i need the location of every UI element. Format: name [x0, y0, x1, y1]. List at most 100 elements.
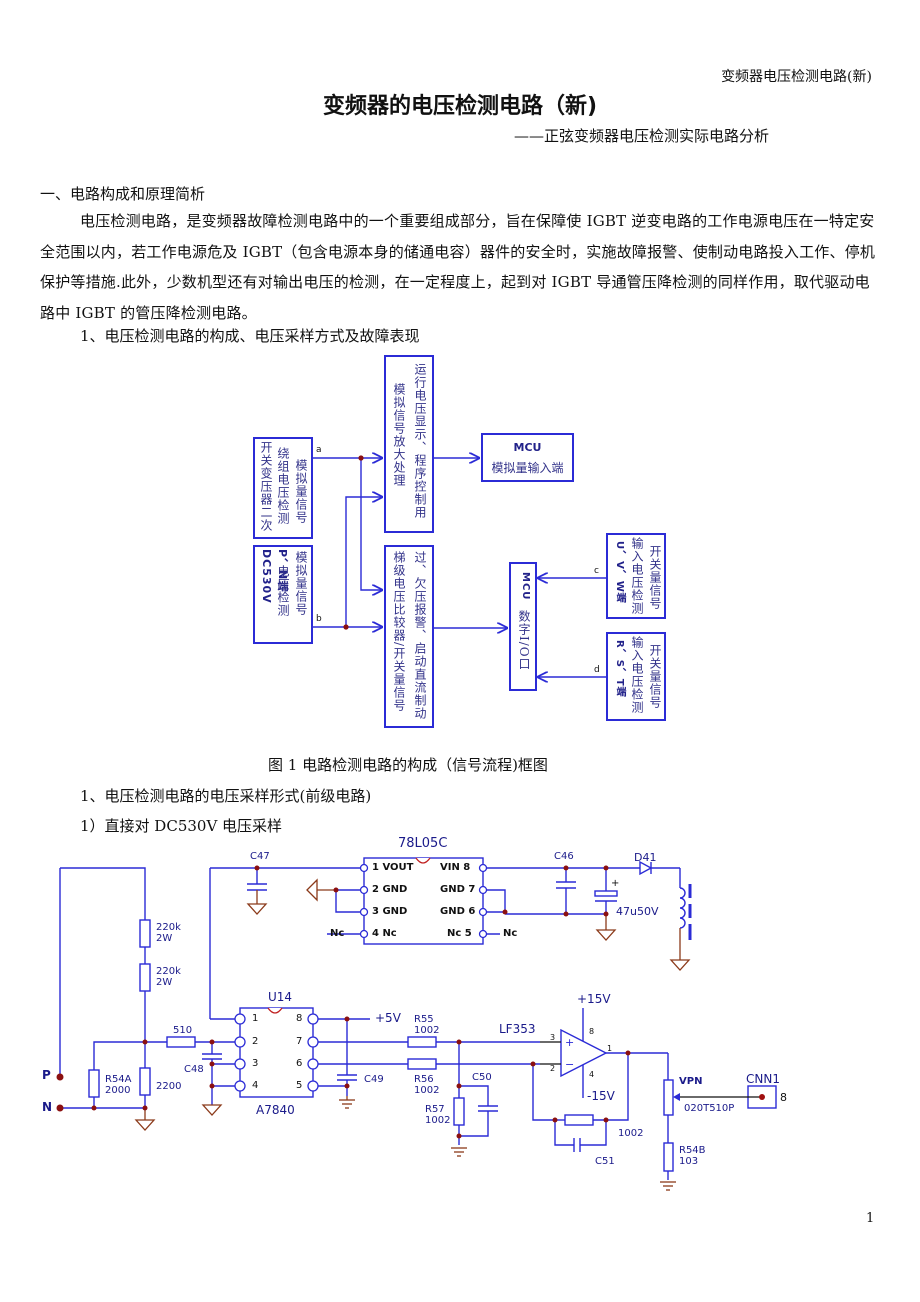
junction-dot	[358, 455, 364, 461]
connector-pin	[759, 1094, 765, 1100]
opamp-name: LF353	[499, 1022, 536, 1036]
subsection-heading: 1、电压检测电路的构成、电压采样方式及故障表现	[80, 327, 420, 345]
resistor-value: 1002	[414, 1025, 440, 1036]
svg-text:−: −	[565, 1058, 574, 1071]
plus-sign: +	[611, 878, 620, 889]
pin-label: VIN 8	[440, 862, 471, 873]
resistor-value: 1002	[425, 1115, 451, 1126]
nc-label: Nc	[503, 928, 518, 939]
block-text: 开关量信号	[648, 545, 662, 610]
pin-label: 3 GND	[372, 906, 408, 917]
c47-label: C47	[250, 851, 270, 862]
vpos-label: +15V	[577, 992, 611, 1006]
opamp-pin: 1	[607, 1044, 613, 1053]
section-heading: 一、电路构成和原理简析	[40, 185, 206, 203]
figure-caption: 图 1 电路检测电路的构成（信号流程)框图	[268, 756, 548, 774]
node-n-label: N	[42, 1100, 53, 1114]
block-rst-input: R、S、T端 输入电压检测 开关量信号	[606, 632, 666, 721]
u14-pin: 1	[252, 1013, 259, 1024]
wire-a-branch	[360, 458, 382, 590]
block-text: 过、欠压报警、启动直流制动	[413, 551, 427, 720]
block-text: 输入电压检测	[630, 537, 644, 615]
resistor-name: R54A	[105, 1074, 132, 1085]
opamp-pin: 3	[550, 1033, 556, 1042]
resistor-value: 220k	[156, 922, 181, 933]
block-text: 绕组电压检测	[276, 447, 290, 525]
block-text: R、S、T端	[614, 640, 625, 698]
u14-pin: 6	[296, 1058, 303, 1069]
running-header: 变频器电压检测电路(新)	[721, 69, 872, 85]
resistor-value: 1002	[414, 1085, 440, 1096]
resistor-name: R55	[414, 1014, 434, 1025]
block-text: P、N端DC530V	[260, 549, 289, 604]
signal-label-b: b	[316, 614, 322, 624]
block-text: 模拟信号放大处理	[392, 383, 406, 487]
electrolytic-label: 47u50V	[616, 905, 659, 918]
opamp-pin: 8	[589, 1027, 595, 1036]
opamp-pin: 4	[589, 1070, 595, 1079]
svg-text:+: +	[565, 1036, 574, 1049]
c51-label: C51	[595, 1156, 615, 1167]
block-text: 开关量信号	[648, 644, 662, 709]
u14-part: A7840	[256, 1103, 295, 1117]
resistor-power: 2W	[156, 933, 173, 944]
signal-label-d: d	[594, 665, 600, 675]
u14-pin: 4	[252, 1080, 259, 1091]
vneg-label: -15V	[587, 1089, 615, 1103]
vpn-label: VPN	[679, 1076, 703, 1087]
block-text: 开关变压器二次	[259, 441, 273, 532]
vpn-part: 020T510P	[684, 1103, 735, 1114]
block-pn-dc530v: P、N端DC530V 电压检测 模拟量信号	[253, 545, 313, 644]
nc-label: Nc	[330, 928, 345, 939]
signal-label-a: a	[316, 445, 322, 455]
resistor-name: R57	[425, 1104, 445, 1115]
page-number: 1	[866, 1211, 875, 1226]
junction-dot	[343, 624, 349, 630]
mcu-subtitle: 模拟量输入端	[491, 461, 564, 475]
wire-b-branch	[345, 497, 382, 627]
plus5v-label: +5V	[375, 1011, 401, 1025]
cnn1-pin: 8	[780, 1091, 787, 1104]
node-p-label: P	[42, 1068, 51, 1082]
block-text: 电压检测	[276, 565, 290, 617]
pin-label: GND 6	[440, 906, 476, 917]
c46-label: C46	[554, 851, 574, 862]
block-text: 模拟量信号	[294, 551, 308, 616]
resistor-name: R56	[414, 1074, 434, 1085]
resistor-value: 103	[679, 1156, 699, 1167]
r510-label: 510	[173, 1025, 193, 1036]
block-analog-processing: 模拟信号放大处理 运行电压显示、程序控制用	[384, 355, 434, 533]
document-subtitle: ——正弦变频器电压检测实际电路分析	[514, 127, 770, 145]
u14-pin: 8	[296, 1013, 303, 1024]
u14-pin: 3	[252, 1058, 259, 1069]
block-text: 输入电压检测	[630, 636, 644, 714]
u14-name: U14	[268, 990, 293, 1004]
r2200-label: 2200	[156, 1081, 182, 1092]
regulator-name: 78L05C	[398, 836, 448, 851]
pin-label: Nc 5	[447, 928, 472, 939]
u14-pin: 7	[296, 1036, 303, 1047]
signal-label-c: c	[594, 566, 599, 576]
resistor-power: 2W	[156, 977, 173, 988]
mcu-title: MCU	[513, 441, 542, 454]
block-text: 梯级电压比较器/开关量信号	[392, 551, 406, 713]
pin-label: 1 VOUT	[372, 862, 414, 873]
block-uvw-input: U、V、W端 输入电压检测 开关量信号	[606, 533, 666, 619]
intro-paragraph: 电压检测电路，是变频器故障检测电路中的一个重要组成部分，旨在保障使 IGBT 逆…	[40, 212, 876, 322]
subsection-heading: 1）直接对 DC530V 电压采样	[80, 817, 283, 835]
pin-label: GND 7	[440, 884, 476, 895]
c48-label: C48	[184, 1064, 204, 1075]
resistor-name: R54B	[679, 1145, 706, 1156]
block-mcu-digital: MCU 数字I/O口	[509, 562, 537, 691]
resistor-value: 2000	[105, 1085, 131, 1096]
mcu-subtitle: 数字I/O口	[517, 610, 531, 671]
d41-label: D41	[634, 851, 657, 864]
cnn1-label: CNN1	[746, 1072, 780, 1086]
block-diagram-wires	[312, 0, 606, 760]
u14-pin: 5	[296, 1080, 303, 1091]
